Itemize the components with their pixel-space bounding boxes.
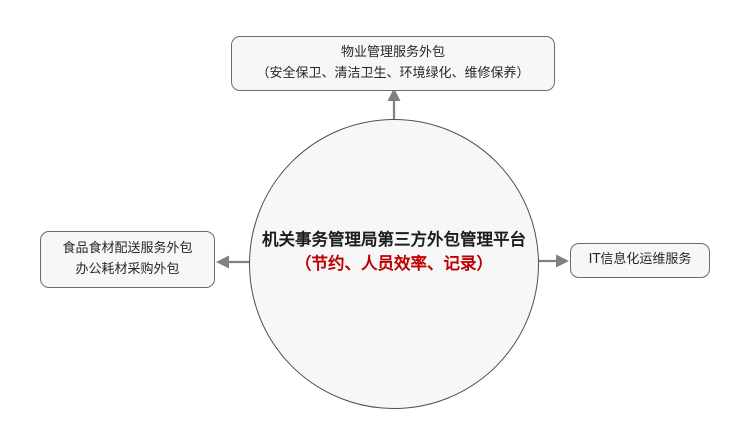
node-food-and-supplies-line2: 办公耗材采购外包 [75, 261, 180, 277]
central-platform-title: 机关事务管理局第三方外包管理平台 [262, 230, 526, 249]
node-it-services-line1: IT信息化运维服务 [588, 252, 692, 268]
central-circle [249, 119, 539, 409]
central-platform-label: 机关事务管理局第三方外包管理平台 （节约、人员效率、记录） [249, 228, 539, 276]
node-property-management-line2: （安全保卫、清洁卫生、环境绿化、维修保养） [256, 65, 530, 81]
node-food-and-supplies-line1: 食品食材配送服务外包 [62, 240, 193, 256]
node-it-services[interactable]: IT信息化运维服务 [570, 243, 710, 278]
central-platform-subtitle: （节约、人员效率、记录） [295, 253, 493, 273]
arrow-center-to-top [387, 88, 401, 119]
arrow-center-to-right [538, 254, 569, 268]
arrow-center-to-left [216, 255, 250, 269]
node-food-and-supplies[interactable]: 食品食材配送服务外包 办公耗材采购外包 [40, 231, 215, 288]
node-property-management-line1: 物业管理服务外包 [340, 44, 445, 60]
node-property-management[interactable]: 物业管理服务外包 （安全保卫、清洁卫生、环境绿化、维修保养） [231, 36, 555, 91]
